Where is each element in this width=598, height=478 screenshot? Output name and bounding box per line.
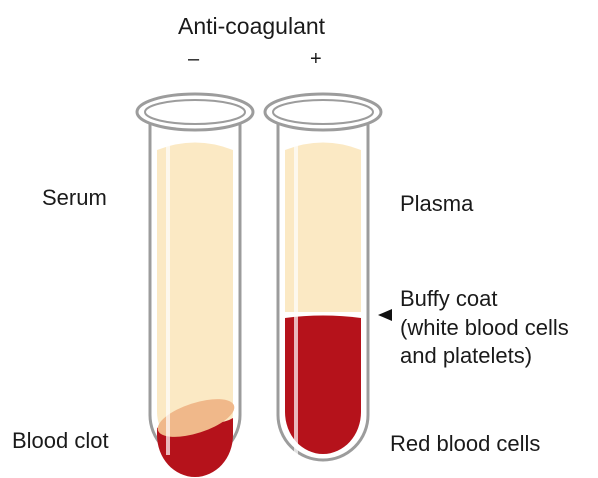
tube-left (137, 94, 253, 477)
red-blood-cells-label: Red blood cells (390, 430, 540, 459)
buffy-coat-label-line1: Buffy coat (400, 285, 569, 314)
tube-right-rim-inner (273, 100, 373, 124)
right-tube-sign: + (310, 46, 322, 72)
tube-left-rim-inner (145, 100, 245, 124)
plasma-label: Plasma (400, 190, 473, 219)
buffy-coat-label: Buffy coat (white blood cells and platel… (400, 285, 569, 371)
buffy-coat-label-line2: (white blood cells (400, 314, 569, 343)
buffy-coat-label-line3: and platelets) (400, 342, 569, 371)
diagram-title: Anti-coagulant (178, 12, 325, 42)
left-tube-sign: – (188, 46, 199, 72)
tube-right (265, 94, 381, 460)
buffy-coat-arrow (378, 309, 392, 321)
serum-label: Serum (42, 184, 107, 213)
blood-clot-label: Blood clot (12, 427, 109, 456)
